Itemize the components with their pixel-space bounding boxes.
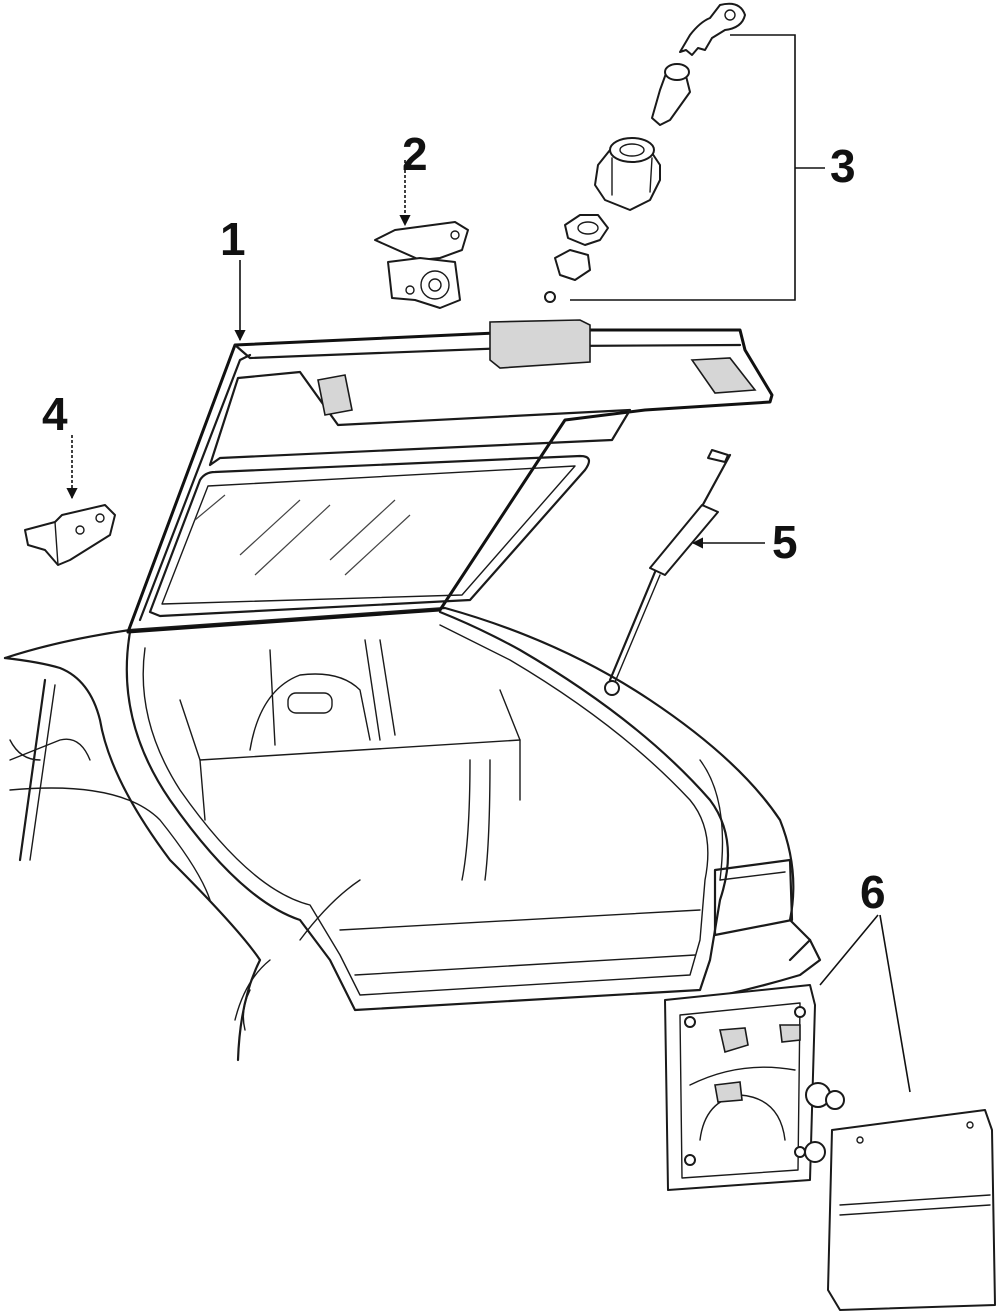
callout-6: 6: [860, 866, 886, 918]
callout-5: 5: [772, 516, 798, 568]
lock-cylinder-set: [544, 2, 746, 303]
callout-4: 4: [42, 388, 68, 440]
callout-2: 2: [402, 128, 428, 180]
callout-3: 3: [830, 140, 856, 192]
car-body: [3, 606, 822, 1062]
liftgate-assembly: [126, 319, 774, 634]
callout-1: 1: [220, 213, 246, 265]
liftgate-latch: [374, 221, 469, 309]
leader-lines: [66, 34, 911, 1093]
gas-strut: [604, 449, 732, 696]
striker: [24, 504, 116, 566]
license-lamp-assembly: [664, 984, 996, 1311]
